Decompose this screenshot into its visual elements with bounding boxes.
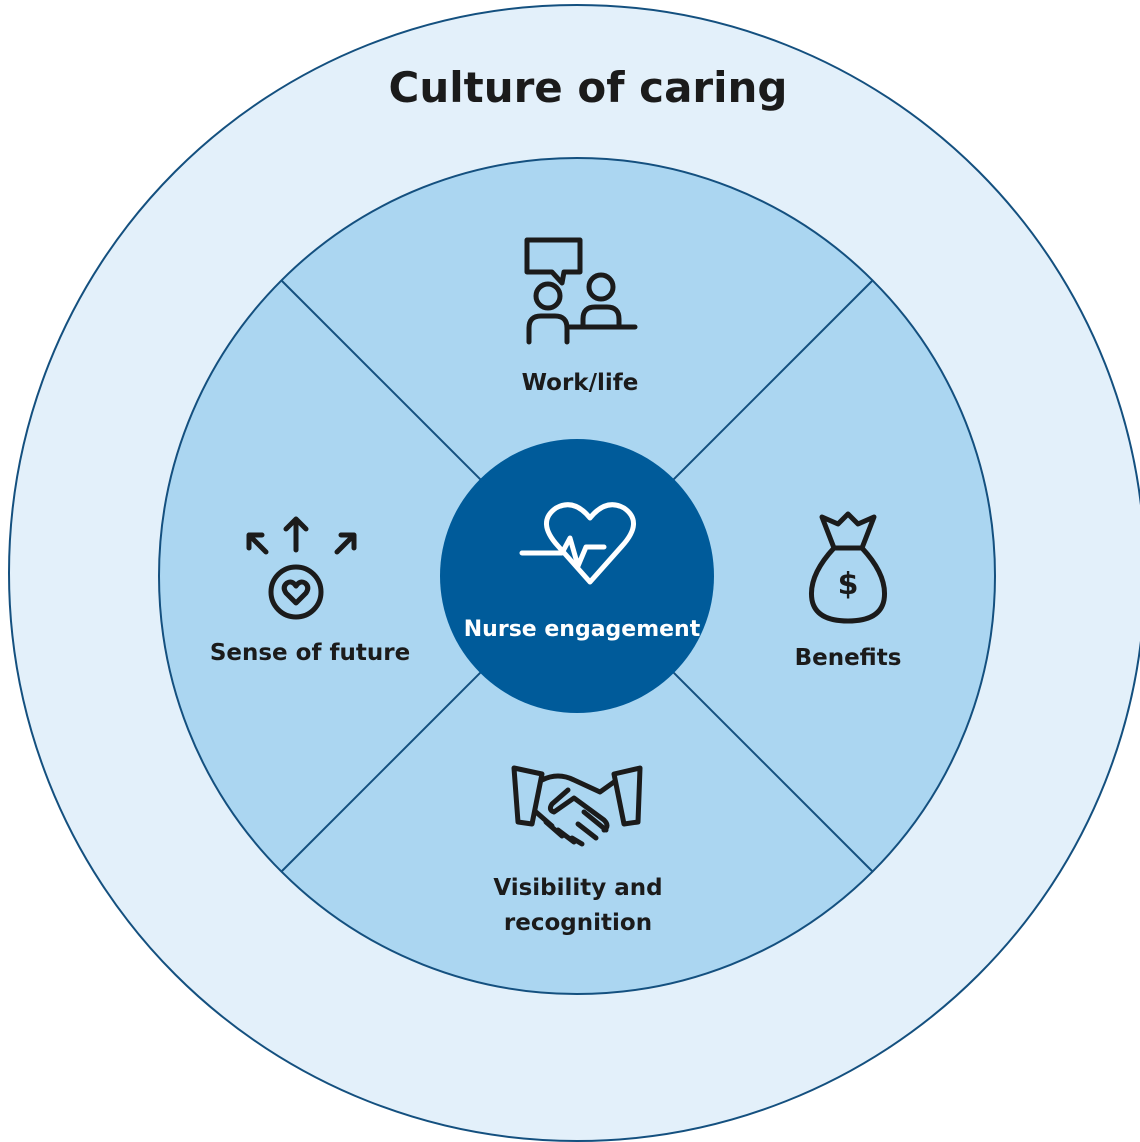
segment-label-sense-of-future: Sense of future — [210, 640, 410, 666]
segment-label-benefits: Benefits — [795, 645, 902, 671]
dollar-sign-icon: $ — [838, 567, 859, 602]
segment-label-visibility-line2: recognition — [504, 910, 652, 936]
people-chat-icon — [524, 237, 638, 345]
diagram-title: Culture of caring — [389, 63, 788, 112]
segment-label-visibility-line1: Visibility and — [493, 875, 662, 901]
money-bag-icon — [808, 511, 888, 624]
center-label-nurse-engagement: Nurse engagement — [464, 617, 701, 642]
heart-arrows-icon — [246, 516, 357, 620]
heartbeat-icon — [519, 502, 636, 585]
segment-label-work-life: Work/life — [522, 370, 639, 396]
center-circle — [440, 439, 714, 713]
handshake-icon — [511, 765, 643, 847]
